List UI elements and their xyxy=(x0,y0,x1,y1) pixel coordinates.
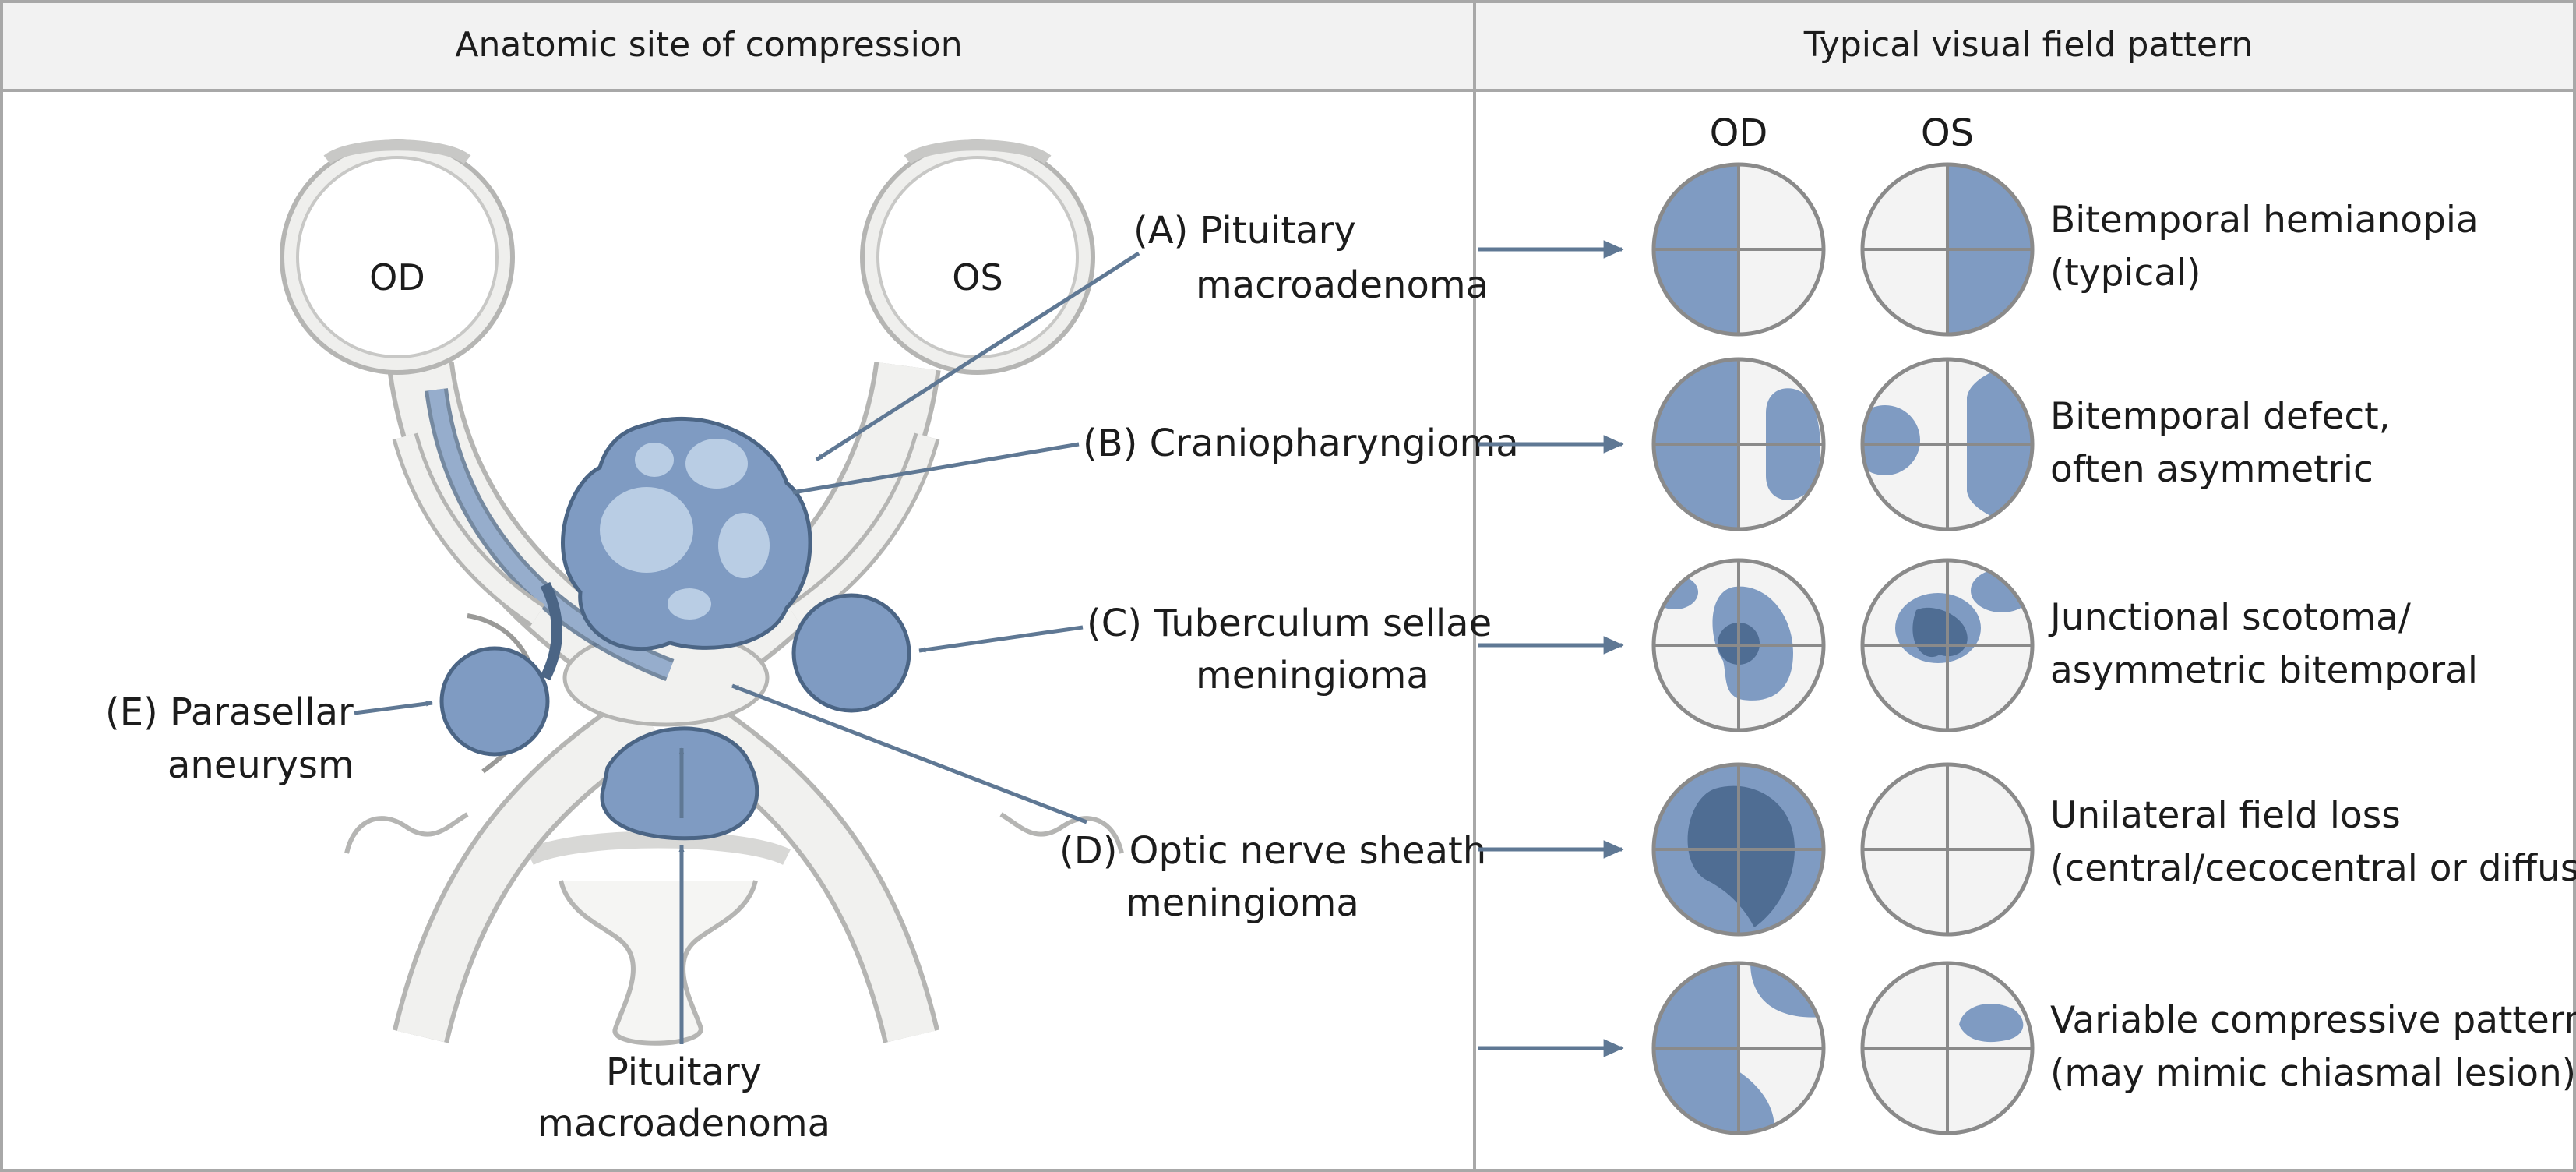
field-row-4-line2: (central/cecocentral or diffuse) xyxy=(2050,847,2576,890)
sella-outline xyxy=(559,880,758,1046)
label-c-line2: meningioma xyxy=(1196,654,1429,697)
field-row-3-line1: Junctional scotoma/ xyxy=(2048,596,2411,639)
label-bottom-line2: macroadenoma xyxy=(537,1102,830,1146)
anatomy-panel: OD OS xyxy=(280,139,1140,1046)
field-row-5-line2: (may mimic chiasmal lesion) xyxy=(2050,1052,2576,1095)
field-row-4-os xyxy=(1860,762,2035,937)
field-row-4-line1: Unilateral field loss xyxy=(2050,794,2401,837)
arrow-b xyxy=(792,442,1080,495)
field-col-od: OD xyxy=(1710,111,1768,155)
field-row-3-line2: asymmetric bitemporal xyxy=(2050,649,2478,692)
header-band xyxy=(3,3,2573,89)
field-row-2-od xyxy=(1651,357,1826,531)
label-e-line1: (E) Parasellar xyxy=(105,690,354,734)
field-row-2-os xyxy=(1860,357,2035,531)
label-e-line2: aneurysm xyxy=(167,743,354,787)
label-c-line1: (C) Tuberculum sellae xyxy=(1087,602,1492,645)
tumor-macroadenoma-lobulated xyxy=(561,416,812,651)
tumor-parasellar-aneurysm xyxy=(439,646,550,757)
eye-od xyxy=(280,139,515,375)
field-row-2-line2: often asymmetric xyxy=(2050,448,2373,491)
arrow-e xyxy=(354,701,433,715)
field-row-1-line1: Bitemporal hemianopia xyxy=(2050,199,2479,242)
tumor-tuberculum-meningioma xyxy=(791,593,911,713)
label-bottom-line1: Pituitary xyxy=(606,1050,762,1094)
field-row-1-os xyxy=(1860,162,2035,337)
eye-od-label: OD xyxy=(369,256,425,298)
field-row-3-od xyxy=(1651,558,1826,732)
header-right: Typical visual field pattern xyxy=(1803,25,2253,65)
header-left: Anatomic site of compression xyxy=(455,25,962,65)
field-row-1-od xyxy=(1651,162,1826,337)
field-row-4-od xyxy=(1651,762,1826,937)
label-d-line2: meningioma xyxy=(1126,881,1359,925)
field-row-1-line2: (typical) xyxy=(2050,252,2201,295)
field-row-3-os xyxy=(1860,558,2035,732)
label-a-line1: (A) Pituitary xyxy=(1133,209,1356,252)
field-row-2-line1: Bitemporal defect, xyxy=(2050,395,2391,438)
skull-base-outline xyxy=(344,812,1124,854)
sella-floor xyxy=(526,831,791,866)
field-row-5-os xyxy=(1860,961,2035,1135)
field-row-5-od xyxy=(1651,961,1826,1135)
field-col-os: OS xyxy=(1921,111,1974,155)
arrow-a xyxy=(815,251,1140,462)
field-row-5-line1: Variable compressive pattern xyxy=(2050,999,2576,1042)
label-a-line2: macroadenoma xyxy=(1196,263,1489,307)
tumor-sellar-macroadenoma xyxy=(600,726,759,841)
label-b: (B) Craniopharyngioma xyxy=(1083,422,1519,465)
eye-os xyxy=(860,139,1095,375)
eye-os-label: OS xyxy=(952,256,1003,298)
label-d-line1: (D) Optic nerve sheath xyxy=(1059,829,1486,873)
arrow-c xyxy=(918,625,1084,653)
arrow-d xyxy=(731,683,1087,824)
